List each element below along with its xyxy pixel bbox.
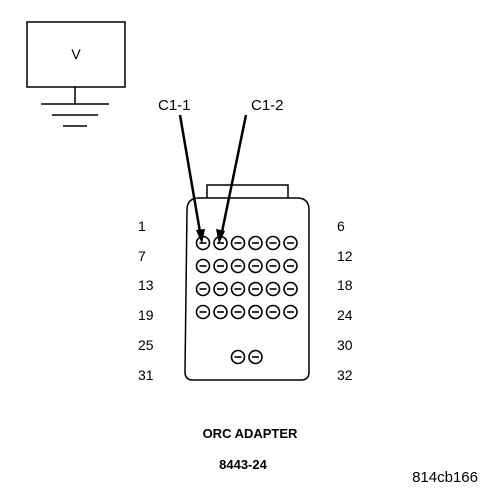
callout-c1-1: C1-1 [158, 97, 191, 114]
pin-label-row5-right: 30 [337, 337, 353, 353]
arrow-c1-2-head [216, 229, 225, 244]
pin-label-row2-left: 7 [138, 248, 146, 264]
callout-arrows [178, 114, 248, 244]
voltmeter-label: V [71, 46, 81, 62]
adapter-part-number: 8443-24 [219, 457, 267, 472]
pin-label-row3-left: 13 [138, 277, 154, 293]
pin-number-labels: 1 6 7 12 13 18 19 24 25 30 31 32 [138, 218, 353, 383]
adapter-title: ORC ADAPTER [203, 426, 298, 441]
figure-id: 814cb166 [412, 469, 478, 486]
pin-label-row6-right: 32 [337, 367, 353, 383]
arrow-c1-1-head [196, 229, 205, 244]
voltmeter-box [26, 21, 126, 88]
pin-label-row3-right: 18 [337, 277, 353, 293]
arrow-c1-1-shaft [178, 114, 202, 233]
pin-label-row2-right: 12 [337, 248, 353, 264]
pin-label-row4-left: 19 [138, 307, 154, 323]
pin-label-row4-right: 24 [337, 307, 353, 323]
callout-c1-2: C1-2 [251, 97, 284, 114]
pin-label-row1-right: 6 [337, 218, 345, 234]
pin-grid [195, 235, 298, 365]
pin-label-row6-left: 31 [138, 367, 154, 383]
arrow-c1-2-shaft [220, 114, 248, 233]
pin-label-row5-left: 25 [138, 337, 154, 353]
ground-icon [41, 87, 109, 127]
pin-label-row1-left: 1 [138, 218, 146, 234]
